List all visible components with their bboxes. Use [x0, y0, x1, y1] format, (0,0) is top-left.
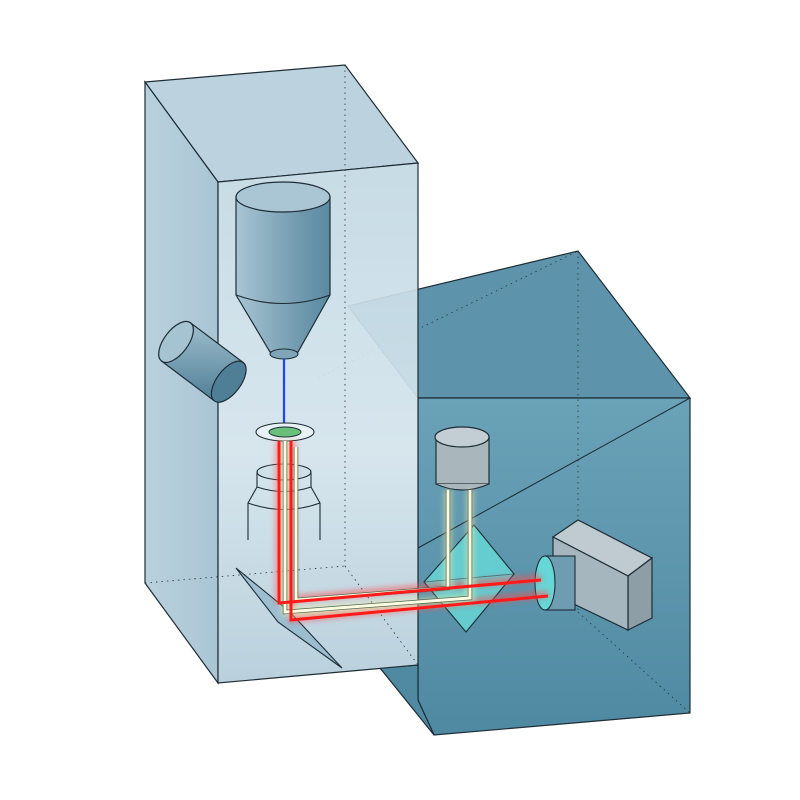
- camera: [534, 519, 654, 631]
- side-detector: [158, 320, 247, 403]
- camera-lens-glass: [534, 555, 556, 611]
- column-tip-ellipse: [269, 348, 299, 360]
- tall-enclosure: [143, 64, 420, 685]
- column-top-ellipse: [235, 181, 331, 213]
- tall-enclosure-hidden-edge-3: [344, 565, 419, 666]
- emission-beam: [277, 441, 549, 622]
- electron-column: [235, 181, 331, 360]
- light-source: [434, 426, 490, 491]
- sample-stage: [255, 422, 315, 442]
- dark-enclosure-facet: [417, 397, 691, 549]
- tall-enclosure-hidden-edge-2: [144, 565, 346, 584]
